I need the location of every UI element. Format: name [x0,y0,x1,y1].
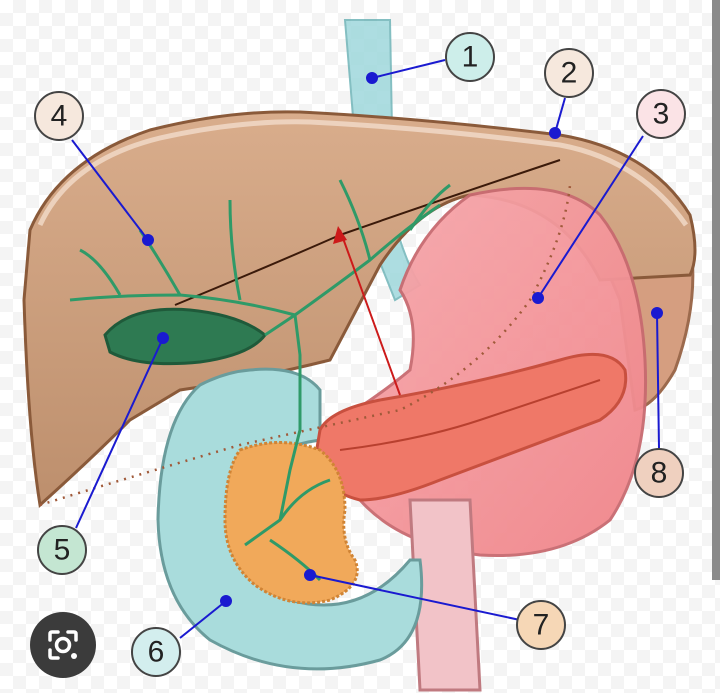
label-7-text: 7 [533,609,550,642]
label-4-text: 4 [51,100,68,133]
label-5: 5 [37,525,87,575]
label-2-text: 2 [561,57,578,90]
label-8-circle [634,448,684,498]
aorta [408,498,482,692]
label-3: 3 [636,89,686,139]
label-8: 8 [634,448,684,498]
label-1: 1 [445,32,495,82]
google-lens-icon [48,630,78,660]
bile-duct-tree [69,179,451,582]
label-3-text: 3 [653,98,670,131]
label-5-circle [37,525,87,575]
leader-line-7 [309,574,521,621]
leader-line-4 [71,139,149,241]
label-4: 4 [34,91,84,141]
leader-line-5 [75,337,164,529]
label-6: 6 [131,627,181,677]
label-7: 7 [516,600,566,650]
pancreatic-duct [339,379,601,451]
dotted-outline [39,184,572,507]
label-3-circle [636,89,686,139]
pancreas [313,352,628,502]
label-1-text: 1 [462,41,479,74]
leader-line-3 [537,135,644,299]
leader-lines [71,59,663,639]
leader-line-2 [554,97,566,134]
leader-line-1 [371,59,446,79]
label-2: 2 [544,48,594,98]
label-8-text: 8 [651,457,668,490]
leader-line-6 [179,600,227,639]
label-5-text: 5 [54,534,71,567]
label-6-text: 6 [148,636,165,669]
google-lens-button[interactable] [30,612,96,678]
label-7-circle [516,600,566,650]
label-2-circle [544,48,594,98]
label-6-circle [131,627,181,677]
label-1-circle [445,32,495,82]
leader-line-8 [656,312,660,449]
scrollbar[interactable] [712,0,720,580]
red-arrow [333,226,401,396]
label-4-circle [34,91,84,141]
liver-capsule [37,119,689,227]
